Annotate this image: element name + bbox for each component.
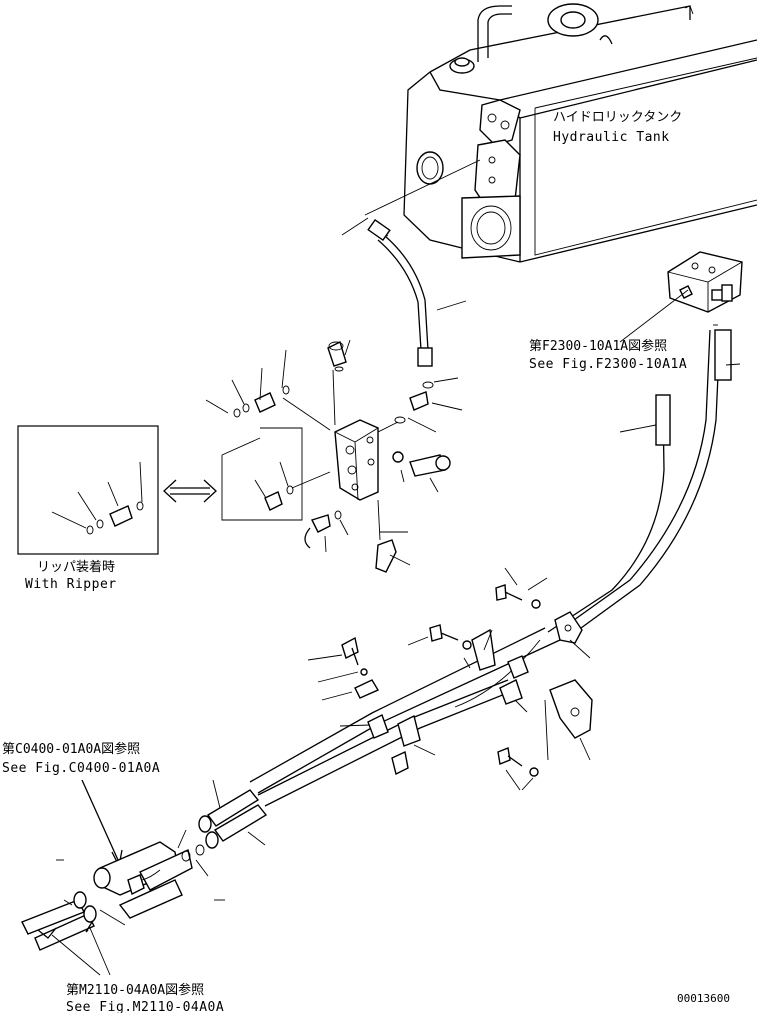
clamps	[307, 567, 593, 791]
main-hoses	[198, 324, 741, 849]
tank-label-en: Hydraulic Tank	[553, 130, 670, 145]
ref-c0400-jp: 第C0400-01A0A図参照	[2, 741, 140, 757]
valve-block-right: 第F2300-10A1A図参照 See Fig.F2300-10A1A	[529, 251, 743, 372]
ripper-label-en: With Ripper	[25, 577, 117, 592]
hydraulic-tank: ハイドロリックタンク Hydraulic Tank	[403, 3, 757, 263]
ref-f2300-en: See Fig.F2300-10A1A	[529, 357, 687, 372]
ref-c0400-en: See Fig.C0400-01A0A	[2, 761, 160, 776]
drawing-number: 00013600	[677, 992, 730, 1005]
tank-label-jp: ハイドロリックタンク	[553, 110, 682, 125]
ref-m2110-jp: 第M2110-04A0A図参照	[66, 982, 204, 998]
tank-return-hose	[341, 159, 481, 367]
center-manifold	[163, 339, 463, 573]
ripper-inset: リッパ装着時 With Ripper	[17, 425, 159, 592]
ripper-label-jp: リッパ装着時	[37, 559, 115, 575]
ref-f2300-jp: 第F2300-10A1A図参照	[529, 338, 667, 354]
ref-m2110-en: See Fig.M2110-04A0A	[66, 1000, 224, 1013]
lower-left-assembly: 第C0400-01A0A図参照 See Fig.C0400-01A0A 第M21…	[2, 741, 225, 1015]
